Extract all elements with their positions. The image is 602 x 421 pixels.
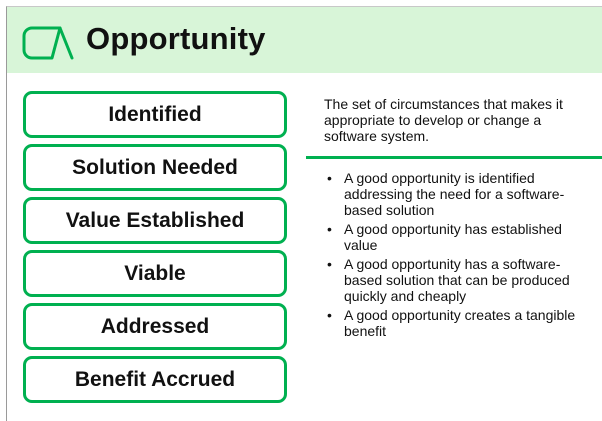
state-label: Viable [124, 261, 186, 285]
checklist-item: • A good opportunity is identified addres… [324, 170, 592, 218]
state-label: Value Established [65, 208, 245, 232]
opportunity-alpha-icon [22, 26, 74, 60]
checklist: • A good opportunity is identified addres… [324, 170, 592, 342]
state-value-established: Value Established [23, 197, 287, 244]
state-addressed: Addressed [23, 303, 287, 350]
checklist-text: A good opportunity has a software-based … [344, 256, 570, 304]
state-label: Identified [108, 102, 202, 126]
bullet-icon: • [327, 307, 332, 323]
state-identified: Identified [23, 91, 287, 138]
state-label: Benefit Accrued [74, 367, 236, 391]
state-benefit-accrued: Benefit Accrued [23, 356, 287, 403]
checklist-item: • A good opportunity has established valu… [324, 221, 592, 253]
state-list: Identified Solution Needed Value Establi… [23, 91, 287, 409]
checklist-text: A good opportunity has established value [344, 221, 562, 253]
state-label: Addressed [100, 314, 210, 338]
title-banner [7, 7, 602, 73]
bullet-icon: • [327, 170, 332, 186]
checklist-text: A good opportunity creates a tangible be… [344, 307, 576, 339]
checklist-item: • A good opportunity creates a tangible b… [324, 307, 592, 339]
bullet-icon: • [327, 256, 332, 272]
slide-frame [6, 6, 602, 421]
divider [306, 156, 602, 159]
bullet-icon: • [327, 221, 332, 237]
checklist-text: A good opportunity is identified address… [344, 170, 565, 218]
definition-text: The set of circumstances that makes it a… [324, 96, 563, 144]
state-label: Solution Needed [72, 155, 238, 179]
page-title: Opportunity [86, 21, 266, 56]
checklist-item: • A good opportunity has a software-based… [324, 256, 592, 304]
state-solution-needed: Solution Needed [23, 144, 287, 191]
state-viable: Viable [23, 250, 287, 297]
